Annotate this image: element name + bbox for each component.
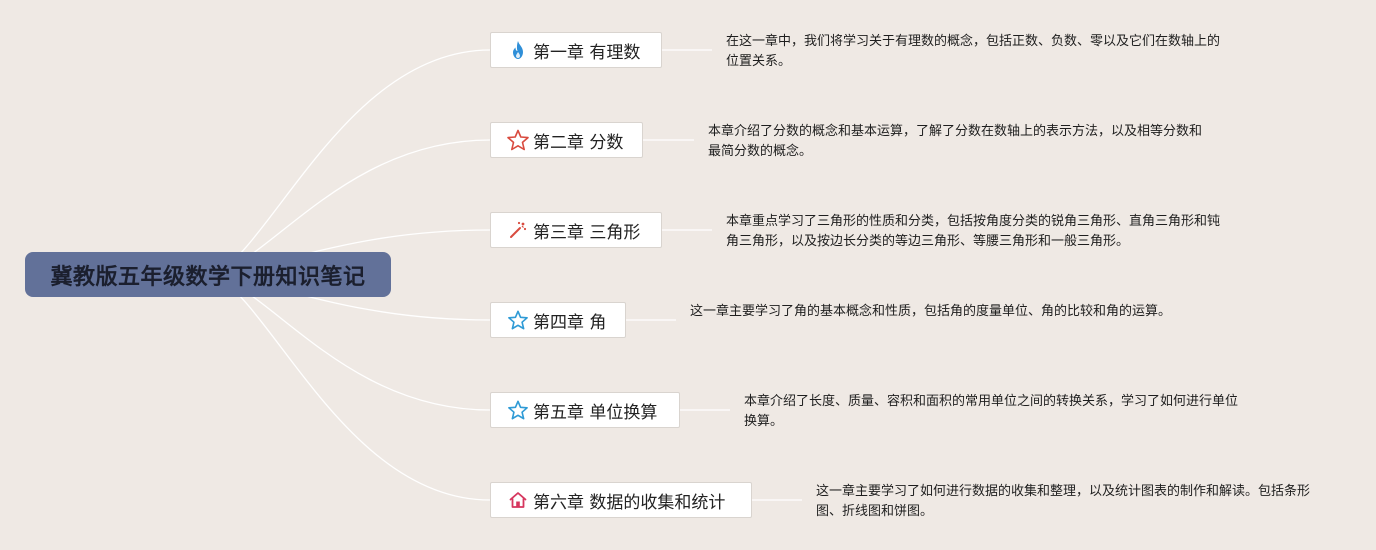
- chapter-description-3: 本章重点学习了三角形的性质和分类，包括按角度分类的锐角三角形、直角三角形和钝角三…: [726, 214, 1221, 249]
- chapter-node-3[interactable]: 第三章 三角形: [490, 212, 662, 248]
- connector-line-6: [214, 274, 491, 501]
- chapter-label-4: 第四章 角: [533, 312, 607, 333]
- chapter-node-6[interactable]: 第六章 数据的收集和统计: [490, 482, 752, 518]
- chapter-description-4: 这一章主要学习了角的基本概念和性质，包括角的度量单位、角的比较和角的运算。: [690, 304, 1172, 319]
- chapter-description-1: 在这一章中，我们将学习关于有理数的概念，包括正数、负数、零以及它们在数轴上的位置…: [726, 34, 1221, 69]
- chapter-label-1: 第一章 有理数: [533, 42, 641, 63]
- home-icon: [507, 489, 529, 511]
- chapter-node-1[interactable]: 第一章 有理数: [490, 32, 662, 68]
- star-outline-icon: [507, 309, 529, 331]
- chapter-description-2: 本章介绍了分数的概念和基本运算，了解了分数在数轴上的表示方法，以及相等分数和最简…: [708, 124, 1203, 159]
- chapter-node-5[interactable]: 第五章 单位换算: [490, 392, 680, 428]
- chapter-node-2[interactable]: 第二章 分数: [490, 122, 643, 158]
- chapter-label-6: 第六章 数据的收集和统计: [533, 492, 726, 513]
- root-topic[interactable]: 冀教版五年级数学下册知识笔记: [25, 252, 391, 297]
- chapter-label-5: 第五章 单位换算: [533, 402, 658, 423]
- root-topic-label: 冀教版五年级数学下册知识笔记: [50, 264, 366, 290]
- connector-line-1: [214, 49, 491, 276]
- star-outline-icon: [507, 129, 529, 151]
- magic-wand-icon: [507, 219, 529, 241]
- star-outline-icon: [507, 399, 529, 421]
- flame-icon: [507, 39, 529, 61]
- chapter-label-2: 第二章 分数: [533, 132, 624, 153]
- chapter-node-4[interactable]: 第四章 角: [490, 302, 626, 338]
- chapter-label-3: 第三章 三角形: [533, 222, 641, 243]
- chapter-description-5: 本章介绍了长度、质量、容积和面积的常用单位之间的转换关系，学习了如何进行单位换算…: [744, 394, 1239, 429]
- chapter-description-6: 这一章主要学习了如何进行数据的收集和整理，以及统计图表的制作和解读。包括条形图、…: [816, 484, 1311, 519]
